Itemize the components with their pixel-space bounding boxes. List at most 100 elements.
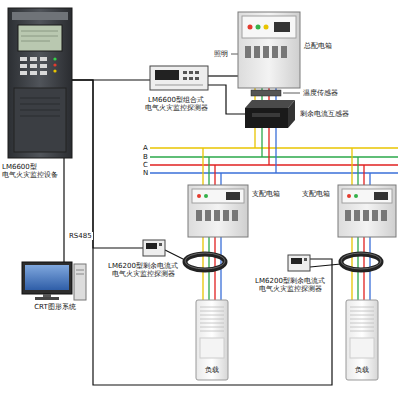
- branch-box: 支配电箱: [338, 185, 396, 237]
- monitor-cabinet-figure: [21, 41, 50, 42]
- branch-box-figure: [338, 185, 396, 237]
- load-unit-figure: [200, 319, 224, 320]
- device-label: LM6600型 电气火灾监控设备: [2, 163, 62, 179]
- branch-box-figure: [374, 192, 388, 200]
- monitor-cabinet-figure: [40, 64, 47, 68]
- monitor-cabinet-figure: [20, 64, 27, 68]
- load-unit-figure: [200, 323, 224, 324]
- current-transformer-figure: [245, 100, 295, 128]
- computer-figure: [76, 274, 84, 275]
- phase-label: B: [143, 153, 148, 161]
- branch-box-figure: [381, 210, 387, 221]
- combined-detector-figure: [189, 71, 193, 74]
- distribution-box-figure: [238, 12, 300, 88]
- computer-figure: [76, 270, 84, 271]
- distribution-box-figure: [238, 12, 300, 88]
- branch-box-figure: [354, 194, 358, 198]
- load-unit-figure: [196, 300, 228, 380]
- branch-box: 支配电箱: [188, 185, 248, 237]
- monitor-cabinet-figure: [12, 12, 68, 20]
- monitor-cabinet-figure: [18, 25, 62, 51]
- temperature-sensor-figure: [251, 90, 281, 96]
- combined-detector-figure: [155, 85, 203, 86]
- monitor-cabinet-figure: [20, 104, 60, 105]
- sensor-label: 温度传感器: [303, 89, 338, 97]
- branch-box-figure: [192, 189, 244, 203]
- bus-line: [150, 172, 398, 174]
- residual-current-detector: LM6200型剩余电流式 电气火灾监控探测器: [143, 240, 165, 256]
- monitor-cabinet-figure: [20, 98, 60, 99]
- box-label: 支配电箱: [302, 190, 336, 198]
- phase-wire: [208, 157, 209, 185]
- main-distribution-box: 总配电箱: [238, 12, 300, 88]
- computer-figure: [74, 264, 86, 300]
- distribution-box-figure: [256, 25, 261, 30]
- combined-detector: LM6600型组合式 电气火灾监控探测器: [150, 66, 208, 90]
- device-label: LM6200型剩余电流式 电气火灾监控探测器: [253, 277, 327, 293]
- signal-line: [208, 85, 245, 114]
- device-label: LM6600型组合式 电气火灾监控探测器: [138, 96, 214, 112]
- distribution-box-figure: [263, 46, 269, 58]
- combined-detector-figure: [155, 70, 179, 80]
- residual-detector-figure: [291, 258, 302, 264]
- monitor-cabinet-figure: [30, 64, 37, 68]
- monitor-cabinet-figure: [21, 36, 58, 37]
- monitor-cabinet-figure: [8, 8, 72, 158]
- monitor-cabinet-figure: [8, 8, 72, 158]
- load-unit-figure: [350, 319, 374, 320]
- current-transformer-figure: [245, 108, 288, 128]
- branch-box-figure: [232, 210, 238, 221]
- residual-detector-figure: [159, 243, 162, 246]
- load-unit-figure: [200, 311, 224, 312]
- residual-detector-figure: [146, 243, 157, 249]
- load-unit-figure: [350, 307, 374, 308]
- monitor-cabinet-figure: [20, 57, 27, 61]
- residual-current-detector: LM6200型剩余电流式 电气火灾监控探测器: [288, 255, 310, 271]
- load-unit-figure: [350, 315, 374, 316]
- branch-box-figure: [197, 194, 201, 198]
- current-ring-figure: [185, 253, 381, 270]
- load-unit-figure: [350, 331, 374, 332]
- residual-detector-figure: [143, 240, 165, 256]
- phase-label: A: [143, 144, 148, 152]
- branch-box-figure: [342, 189, 392, 203]
- phase-wire: [363, 165, 364, 185]
- device-label: 剩余电流互感器: [300, 110, 358, 118]
- signal-line: [63, 158, 64, 262]
- monitor-cabinet: LM6600型 电气火灾监控设备: [8, 8, 72, 158]
- phase-wire: [357, 157, 358, 185]
- current-transformer-figure: [252, 113, 280, 117]
- residual-detector-figure: [288, 255, 310, 271]
- load-unit: 负载: [196, 300, 228, 380]
- current-ring-figure: [341, 254, 381, 270]
- current-ring-figure: [185, 253, 225, 269]
- combined-detector-figure: [195, 77, 199, 80]
- distribution-box-figure: [281, 46, 287, 58]
- temperature-sensor-figure: [251, 90, 281, 96]
- combined-detector-figure: [150, 66, 208, 90]
- phase-label: N: [143, 169, 148, 177]
- monitor-cabinet-figure: [20, 116, 60, 117]
- computer-figure: [22, 262, 72, 294]
- load-unit-figure: [200, 331, 224, 332]
- load-unit-figure: [200, 338, 224, 358]
- branch-box-figure: [223, 210, 229, 221]
- phase-wire: [220, 173, 221, 185]
- load-unit-figure: [200, 327, 224, 328]
- combined-detector-figure: [189, 77, 193, 80]
- current-transformer: 剩余电流互感器: [245, 100, 295, 128]
- branch-box-figure: [188, 185, 248, 237]
- signal-line: [72, 80, 143, 248]
- monitor-cabinet-figure: [40, 71, 47, 75]
- signal-line: [72, 80, 332, 385]
- load-unit-figure: [350, 307, 374, 331]
- crt-computer: CRT图形系统: [22, 262, 86, 300]
- branch-box-figure: [188, 185, 248, 237]
- branch-box-figure: [196, 210, 202, 221]
- leader-line: [283, 93, 300, 94]
- phase-wire: [214, 165, 215, 185]
- load-unit-figure: [196, 300, 378, 380]
- load-unit: 负载: [346, 300, 378, 380]
